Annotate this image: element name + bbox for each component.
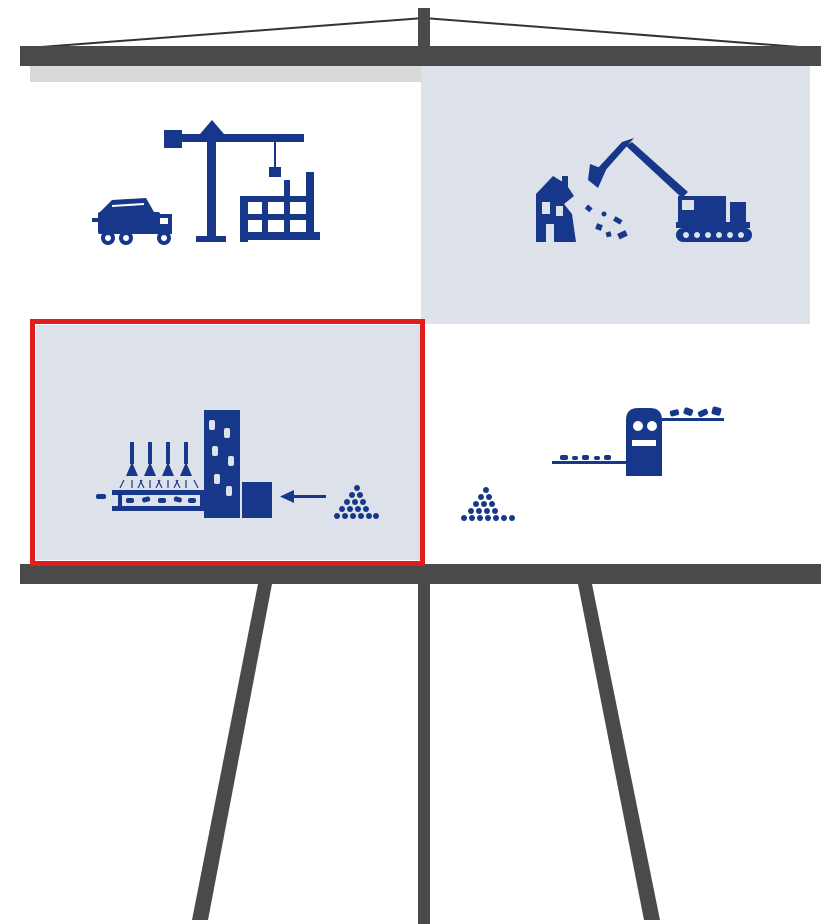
top-rail [20,46,821,66]
left-leg [192,584,272,920]
panel-demolition [421,66,810,324]
easel-legs [192,584,660,924]
hook [418,8,430,46]
right-leg [578,584,660,920]
center-leg [418,584,430,924]
bottom-rail [20,564,821,584]
